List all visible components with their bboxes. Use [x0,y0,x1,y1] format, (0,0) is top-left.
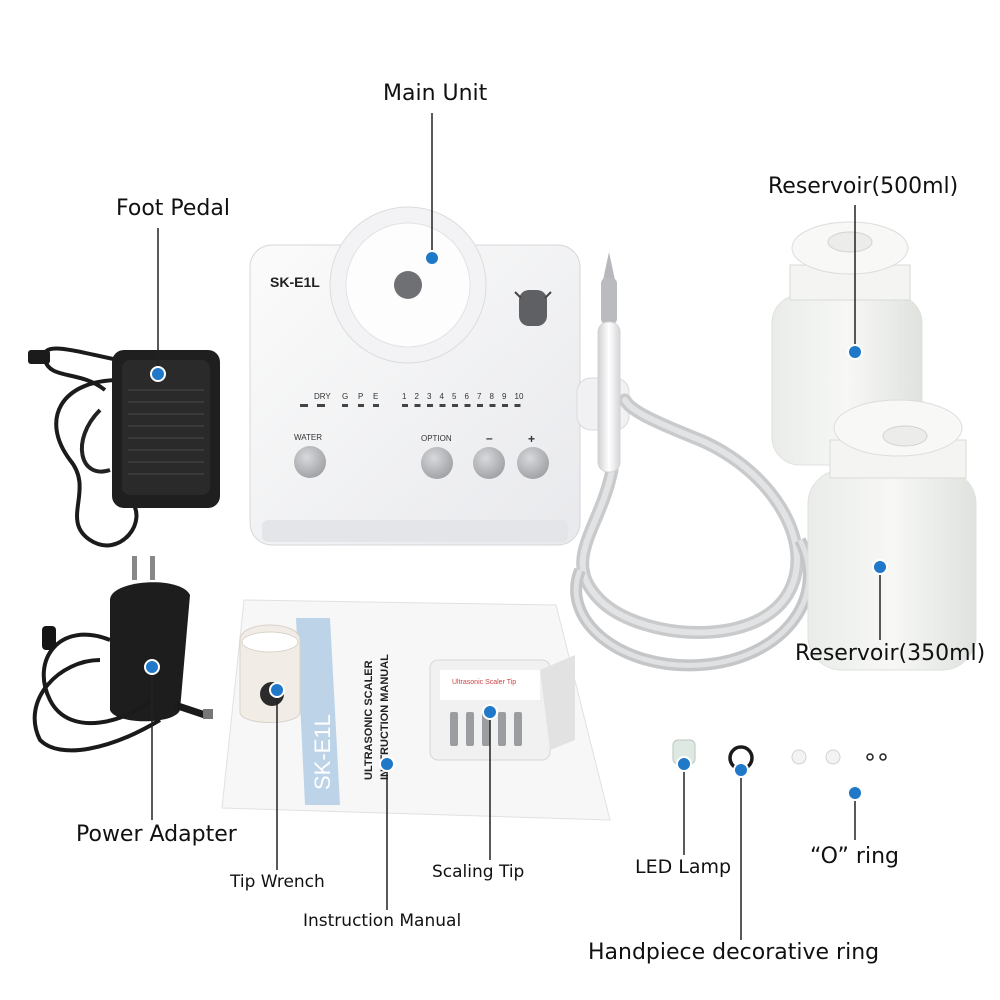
scaling-tip-dot [482,704,498,720]
indicator-mode: E [373,392,378,401]
indicator-mode: P [358,392,363,401]
level-led [514,404,521,407]
power-adapter-label: Power Adapter [76,822,237,847]
indicator-mode: G [342,392,348,401]
o-ring-label: “O” ring [810,844,899,869]
level-number: 8 [490,392,495,401]
level-led [464,404,471,407]
level-led [452,404,458,407]
minus-button [473,447,505,479]
o-rings [791,749,887,765]
main-unit-dot [424,250,440,266]
scaling-tip-box: Ultrasonic Scaler Tip [429,655,575,761]
plus-button [517,447,549,479]
tip-box-title: Ultrasonic Scaler Tip [452,679,516,686]
power-knob [514,290,552,326]
manual-title-2: INSTRUCTION MANUAL [379,654,391,780]
plus-label: + [528,432,535,446]
reservoir-350-bottle [807,399,977,671]
level-number: 10 [515,392,524,401]
level-led [402,404,408,407]
tip-wrench [239,624,301,723]
unit-model-text: SK-E1L [270,274,320,290]
level-number: 9 [502,392,507,401]
reservoir-500-dot [847,344,863,360]
level-number: 7 [477,392,482,401]
decorative-ring-dot [733,762,749,778]
handpiece [570,252,815,672]
instruction-manual-label: Instruction Manual [303,911,462,931]
level-led [427,404,433,407]
led-lamp-dot [676,756,692,772]
o-ring-dot [847,785,863,801]
foot-pedal-label: Foot Pedal [116,196,230,221]
level-number: 6 [465,392,470,401]
foot-pedal-dot [150,366,166,382]
level-number: 1 [402,392,407,401]
level-number: 2 [415,392,420,401]
level-led [502,404,508,407]
instruction-manual-dot [379,756,395,772]
power-adapter [32,556,213,753]
water-button [294,446,326,478]
level-led [414,404,421,407]
led-lamp-label: LED Lamp [635,856,732,878]
manual-title-1: ULTRASONIC SCALER [363,660,375,780]
level-led [439,404,446,407]
decorative-ring-label: Handpiece decorative ring [588,940,880,965]
scaling-tip-label: Scaling Tip [432,862,525,882]
level-number: 4 [440,392,445,401]
tip-wrench-dot [269,682,285,698]
callout-lines [151,113,881,940]
level-number: 3 [427,392,432,401]
reservoir-350-label: Reservoir(350ml) [795,641,986,666]
tip-wrench-label: Tip Wrench [230,872,325,892]
power-adapter-dot [144,659,160,675]
reservoir-350-dot [872,559,888,575]
instruction-manual: SK-E1L ULTRASONIC SCALER INSTRUCTION MAN… [221,599,611,821]
option-button [421,447,453,479]
callout-dots [144,250,888,801]
foot-pedal [28,346,220,548]
level-led [477,404,483,407]
reservoir-500-label: Reservoir(500ml) [768,174,959,199]
water-label: WATER [294,433,322,442]
option-label: OPTION [421,434,452,443]
manual-model-text: SK-E1L [310,714,335,790]
indicator-dry: DRY [314,392,331,401]
main-unit-label: Main Unit [383,81,488,106]
minus-label: – [486,431,493,445]
level-led [489,404,496,407]
level-number: 5 [452,392,457,401]
